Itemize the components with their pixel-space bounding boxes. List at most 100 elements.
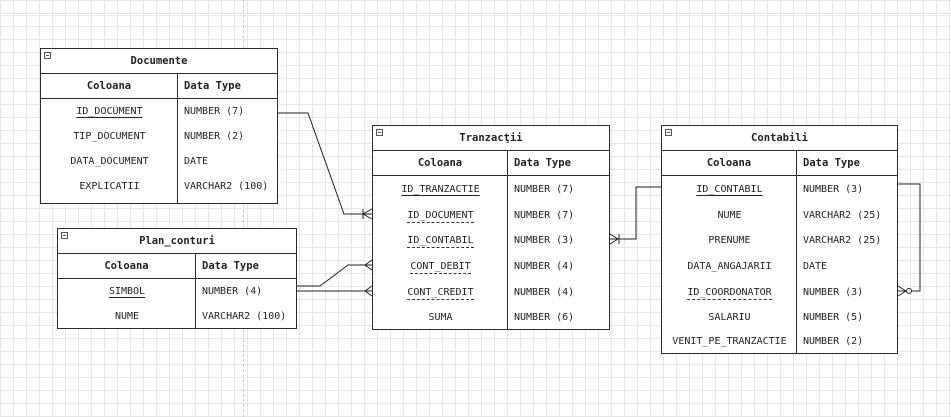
column-name: CONT_DEBIT [410, 260, 471, 274]
crowfoot-contabil-end [609, 233, 620, 245]
data-type-header: Data Type [202, 260, 259, 272]
collapse-icon[interactable] [665, 129, 672, 136]
table-row[interactable]: PRENUME VARCHAR2 (25) [662, 228, 897, 253]
table-row[interactable]: SUMA NUMBER (6) [373, 305, 609, 329]
entity-contabili[interactable]: Contabili Coloana Data Type ID_CONTABIL N… [661, 125, 898, 354]
table-row[interactable]: EXPLICATII VARCHAR2 (100) [41, 174, 277, 199]
table-row[interactable]: ID_DOCUMENT NUMBER (7) [373, 202, 609, 228]
entity-title: Contabili [751, 132, 808, 144]
table-row[interactable]: TIP_DOCUMENT NUMBER (2) [41, 124, 277, 149]
column-name: ID_COORDONATOR [687, 286, 772, 300]
column-type: VARCHAR2 (25) [803, 209, 882, 221]
entity-title: Documente [130, 55, 188, 67]
crowfoot-debit-end [364, 259, 373, 271]
table-row[interactable]: ID_COORDONATOR NUMBER (3) [662, 279, 897, 305]
column-header-row: Coloana Data Type [41, 74, 277, 99]
table-row[interactable]: SIMBOL NUMBER (4) [58, 279, 296, 304]
column-type: NUMBER (7) [184, 106, 245, 117]
rel-plan-debit [297, 264, 372, 287]
column-name: SALARIU [708, 311, 751, 323]
entity-tranzactii[interactable]: Tranzacţii Coloana Data Type ID_TRANZACT… [372, 125, 610, 330]
column-name-header: Coloana [373, 151, 508, 175]
table-row[interactable]: CONT_CREDIT NUMBER (4) [373, 279, 609, 305]
rel-contabil-tranzactii [610, 186, 661, 240]
column-type: NUMBER (3) [803, 183, 864, 195]
column-type: NUMBER (4) [514, 260, 575, 272]
collapse-icon[interactable] [61, 232, 68, 239]
rel-document-tranzactii [278, 112, 372, 215]
entity-documente[interactable]: Documente Coloana Data Type ID_DOCUMENT N… [40, 48, 278, 204]
column-name-header: Coloana [58, 254, 196, 278]
table-row[interactable]: ID_CONTABIL NUMBER (3) [662, 176, 897, 202]
column-name: ID_CONTABIL [407, 235, 474, 248]
entity-body: ID_DOCUMENT NUMBER (7) TIP_DOCUMENT NUMBER… [41, 99, 277, 203]
column-name: EXPLICATII [79, 181, 140, 192]
column-name: VENIT_PE_TRANZACTIE [672, 335, 787, 347]
column-type: NUMBER (2) [803, 335, 864, 347]
data-type-header: Data Type [184, 80, 241, 92]
table-row[interactable]: CONT_DEBIT NUMBER (4) [373, 253, 609, 279]
optional-marker-self [906, 288, 912, 294]
entity-title: Tranzacţii [459, 132, 523, 144]
data-type-header: Data Type [803, 157, 860, 169]
column-type: NUMBER (2) [184, 131, 245, 142]
entity-body: SIMBOL NUMBER (4) NUME VARCHAR2 (100) [58, 279, 296, 328]
column-name: NUME [717, 209, 742, 221]
column-name: ID_CONTABIL [696, 183, 763, 195]
table-row[interactable]: NUME VARCHAR2 (25) [662, 202, 897, 228]
entity-title: Plan_conturi [139, 235, 215, 247]
column-name: NUME [114, 310, 140, 322]
column-type: VARCHAR2 (100) [202, 310, 287, 322]
entity-header[interactable]: Contabili [662, 126, 897, 151]
column-name: CONT_CREDIT [407, 286, 474, 300]
column-type: DATE [184, 156, 209, 167]
column-name: ID_DOCUMENT [76, 106, 143, 117]
column-header-row: Coloana Data Type [662, 151, 897, 176]
column-name-header: Coloana [662, 151, 797, 175]
column-type: NUMBER (6) [514, 311, 575, 323]
table-row[interactable]: SALARIU NUMBER (5) [662, 305, 897, 329]
data-type-header: Data Type [514, 157, 571, 169]
table-row[interactable]: DATA_ANGAJARII DATE [662, 253, 897, 279]
column-name: PRENUME [708, 235, 751, 246]
column-header-row: Coloana Data Type [373, 151, 609, 176]
canvas-guide-horizontal [0, 15, 951, 16]
entity-body: ID_TRANZACTIE NUMBER (7) ID_DOCUMENT NUMBE… [373, 176, 609, 329]
table-row[interactable]: ID_TRANZACTIE NUMBER (7) [373, 176, 609, 202]
column-type: NUMBER (7) [514, 183, 575, 195]
column-type: NUMBER (5) [803, 311, 864, 323]
rel-contabili-self [898, 183, 921, 292]
column-name: SUMA [428, 311, 453, 323]
column-name: ID_DOCUMENT [407, 209, 474, 223]
entity-header[interactable]: Plan_conturi [58, 229, 296, 254]
table-row[interactable]: ID_CONTABIL NUMBER (3) [373, 228, 609, 253]
column-name-header: Coloana [41, 74, 178, 98]
column-type: NUMBER (3) [803, 286, 864, 298]
collapse-icon[interactable] [44, 52, 51, 59]
column-type: DATE [803, 260, 828, 272]
column-type: VARCHAR2 (100) [184, 181, 269, 192]
table-row[interactable]: ID_DOCUMENT NUMBER (7) [41, 99, 277, 124]
table-row[interactable]: NUME VARCHAR2 (100) [58, 304, 296, 328]
column-name: ID_TRANZACTIE [401, 183, 480, 195]
column-name: TIP_DOCUMENT [73, 131, 146, 142]
column-type: NUMBER (4) [202, 286, 263, 297]
column-name: SIMBOL [108, 286, 146, 297]
crowfoot-credit-end [364, 285, 373, 297]
column-name: DATA_ANGAJARII [687, 260, 772, 272]
table-row[interactable]: VENIT_PE_TRANZACTIE NUMBER (2) [662, 329, 897, 353]
column-type: VARCHAR2 (25) [803, 235, 882, 246]
collapse-icon[interactable] [376, 129, 383, 136]
column-type: NUMBER (4) [514, 286, 575, 298]
entity-header[interactable]: Documente [41, 49, 277, 74]
entity-plan-conturi[interactable]: Plan_conturi Coloana Data Type SIMBOL NUM… [57, 228, 297, 329]
canvas-guide-vertical [243, 0, 244, 417]
column-type: NUMBER (7) [514, 209, 575, 221]
entity-header[interactable]: Tranzacţii [373, 126, 609, 151]
column-header-row: Coloana Data Type [58, 254, 296, 279]
crowfoot-document-end [361, 208, 373, 220]
column-type: NUMBER (3) [514, 235, 575, 246]
